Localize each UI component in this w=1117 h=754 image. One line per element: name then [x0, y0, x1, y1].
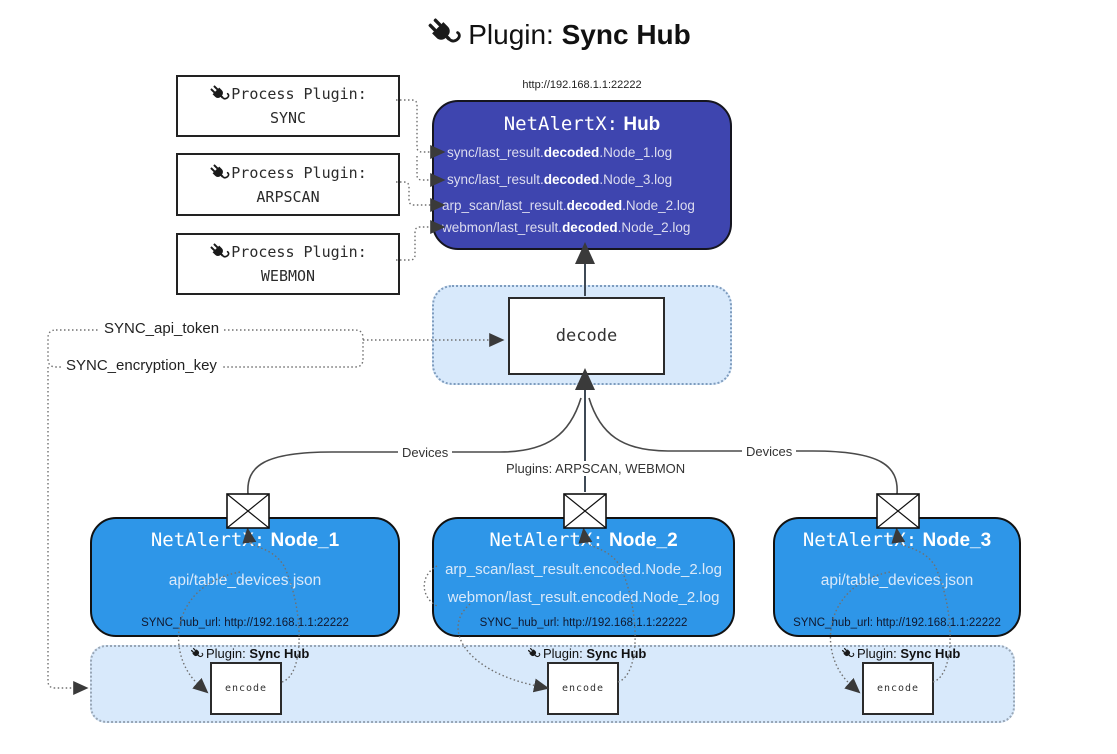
process-plugin-name: SYNC: [269, 109, 307, 127]
hub-log-line: sync/last_result.decoded.Node_1.log: [447, 145, 673, 160]
decode-box: decode: [508, 297, 665, 375]
band-plugin-label: Plugin: Sync Hub: [526, 645, 646, 661]
node-file: api/table_devices.json: [820, 572, 974, 589]
node-3: NetAlertX: Node_3 api/table_devices.json…: [773, 517, 1021, 637]
hub-node: NetAlertX: Hub sync/last_result.decoded.…: [432, 100, 732, 250]
envelope-icon: [876, 493, 920, 529]
node-title: NetAlertX: Node_1: [150, 529, 340, 551]
node-file: api/table_devices.json: [168, 572, 322, 589]
envelope-icon: [563, 493, 607, 529]
node-title: NetAlertX: Node_3: [802, 529, 992, 551]
process-plugin-label: Process Plugin:: [231, 85, 367, 103]
process-plugin-webmon: Process Plugin: WEBMON: [176, 233, 400, 295]
band-plugin-label: Plugin: Sync Hub: [840, 645, 960, 661]
node-title: NetAlertX: Node_2: [489, 529, 678, 551]
encode-box: encode: [210, 662, 282, 715]
band-plugin-label: Plugin: Sync Hub: [189, 645, 309, 661]
process-plugin-name: ARPSCAN: [256, 187, 320, 206]
process-plugin-label: Process Plugin:: [231, 243, 367, 261]
title-name: Sync Hub: [561, 19, 691, 50]
decode-label: decode: [555, 326, 618, 346]
hub-title-name: Hub: [623, 114, 661, 135]
encode-box: encode: [547, 662, 619, 715]
process-plugin-arpscan: Process Plugin: ARPSCAN: [176, 153, 400, 216]
plug-icon: [208, 240, 231, 263]
plug-icon: [208, 82, 231, 105]
edge-label-plugins-center: Plugins: ARPSCAN, WEBMON: [502, 461, 690, 476]
plug-icon: [208, 160, 231, 183]
process-plugin-label: Process Plugin:: [231, 163, 367, 182]
edge-label-devices-left: Devices: [398, 445, 453, 460]
node-2: NetAlertX: Node_2 arp_scan/last_result.e…: [432, 517, 735, 637]
plug-icon: [189, 645, 204, 661]
hub-title-prefix: NetAlertX:: [503, 113, 619, 135]
node-1: NetAlertX: Node_1 api/table_devices.json…: [90, 517, 400, 637]
node-file: webmon/last_result.encoded.Node_2.log: [447, 589, 720, 606]
hub-log-line: arp_scan/last_result.decoded.Node_2.log: [442, 198, 695, 213]
node-hub-url: SYNC_hub_url: http://192.168.1.1:22222: [479, 617, 688, 629]
hub-log-line: sync/last_result.decoded.Node_3.log: [447, 172, 673, 187]
page-title: Plugin: Sync Hub: [0, 12, 1117, 51]
process-plugin-name: WEBMON: [260, 267, 316, 285]
encode-box: encode: [862, 662, 934, 715]
hub-log-line: webmon/last_result.decoded.Node_2.log: [442, 220, 691, 235]
process-plugin-sync: Process Plugin: SYNC: [176, 75, 400, 137]
sync-encryption-key-label: SYNC_encryption_key: [62, 358, 221, 373]
hub-url: http://192.168.1.1:22222: [522, 79, 642, 91]
node-hub-url: SYNC_hub_url: http://192.168.1.1:22222: [793, 617, 1001, 629]
plug-icon: [840, 645, 855, 661]
sync-api-token-label: SYNC_api_token: [100, 321, 224, 336]
envelope-icon: [226, 493, 270, 529]
hub-title: NetAlertX: Hub: [434, 113, 730, 136]
node-file: arp_scan/last_result.encoded.Node_2.log: [445, 561, 722, 578]
plug-icon: [424, 12, 463, 51]
plug-icon: [526, 645, 541, 661]
title-prefix: Plugin:: [468, 19, 554, 50]
node-hub-url: SYNC_hub_url: http://192.168.1.1:22222: [141, 617, 349, 629]
edge-label-devices-right: Devices: [742, 444, 797, 459]
